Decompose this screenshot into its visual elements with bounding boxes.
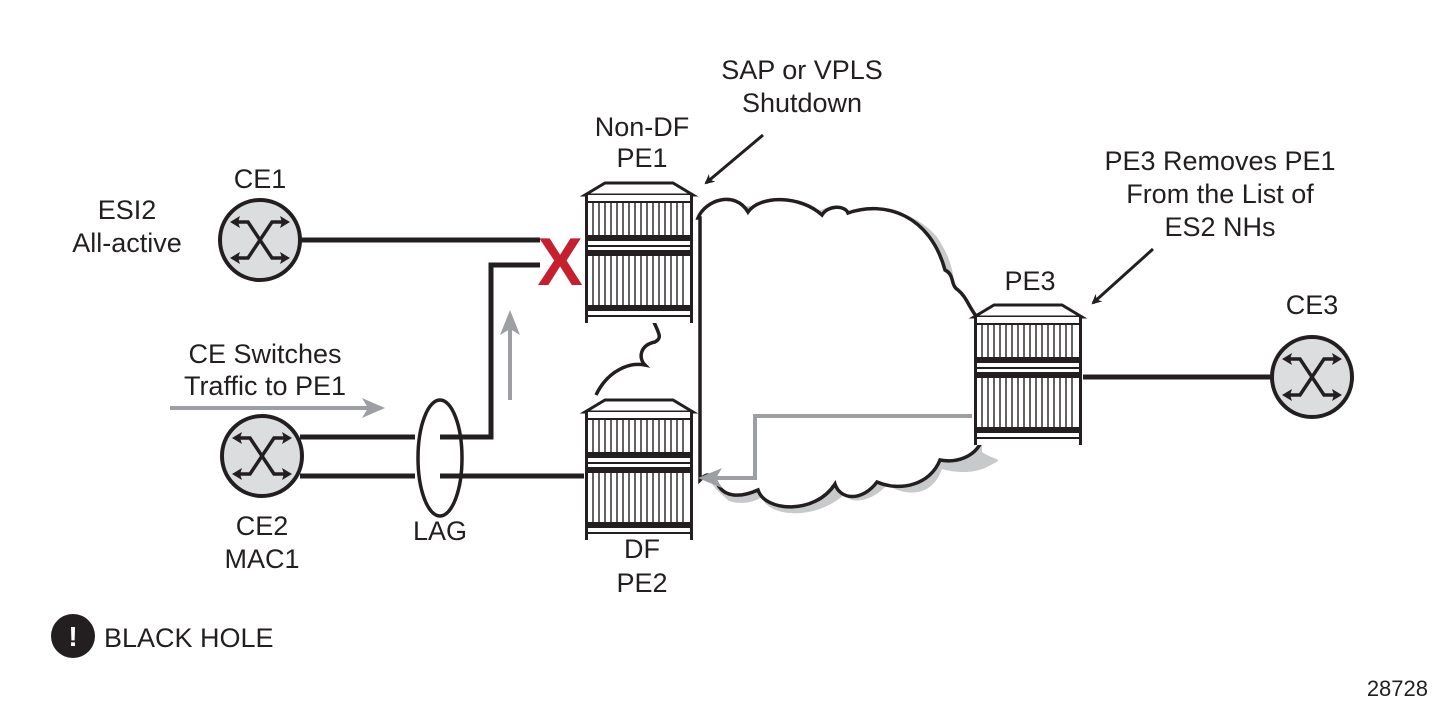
exclamation-icon: [51, 614, 95, 658]
ce-switch-arrowhead: [362, 398, 385, 418]
ce3-label: CE3: [1286, 290, 1339, 320]
ce1-router-icon[interactable]: [218, 198, 302, 282]
sap-shutdown-line2: Shutdown: [742, 88, 862, 118]
upward-flow-arrowhead: [500, 310, 520, 335]
lag-ellipse: [416, 398, 464, 518]
link-ce2-pe1: [300, 262, 540, 440]
pe2-chassis[interactable]: [583, 398, 695, 542]
pe3-removes-line1: PE3 Removes PE1: [1104, 146, 1335, 176]
ce2-label-line2: MAC1: [224, 544, 299, 574]
exclamation-symbol: !: [68, 621, 77, 652]
cloud-lobe: [594, 317, 661, 396]
pe2-label-line2: PE2: [616, 568, 667, 598]
legend-label: BLACK HOLE: [104, 623, 274, 653]
ce2-label-line1: CE2: [236, 511, 289, 541]
traffic-arrowhead-pe2: [698, 468, 722, 488]
pe3-removes-line3: ES2 NHs: [1164, 212, 1275, 242]
pe3-removes-line2: From the List of: [1126, 179, 1314, 209]
ce1-label: CE1: [234, 164, 287, 194]
lag-label: LAG: [413, 516, 467, 546]
pe1-label-line1: Non-DF: [595, 112, 690, 142]
failure-x-marker: X: [537, 224, 582, 300]
figure-number: 28728: [1367, 676, 1428, 701]
sap-shutdown-line1: SAP or VPLS: [721, 55, 883, 85]
ce-switch-line2: Traffic to PE1: [184, 371, 346, 401]
ce3-router-icon[interactable]: [1270, 335, 1354, 419]
traffic-flow-pe3-to-pe2: [712, 414, 972, 480]
ce-switch-line1: CE Switches: [188, 339, 341, 369]
pe1-label-line2: PE1: [616, 143, 667, 173]
pe3-label: PE3: [1004, 266, 1055, 296]
pe1-chassis[interactable]: [583, 181, 695, 325]
legend-black-hole: ! BLACK HOLE: [51, 614, 274, 658]
pe3-removes-pointer: [1091, 247, 1155, 305]
esi-label-line2: All-active: [72, 228, 182, 258]
esi-label-line1: ESI2: [98, 195, 157, 225]
pe2-label-line1: DF: [624, 534, 660, 564]
ce2-router-icon[interactable]: [220, 414, 304, 498]
sap-shutdown-pointer: [704, 133, 764, 185]
pe3-chassis[interactable]: [972, 303, 1084, 447]
